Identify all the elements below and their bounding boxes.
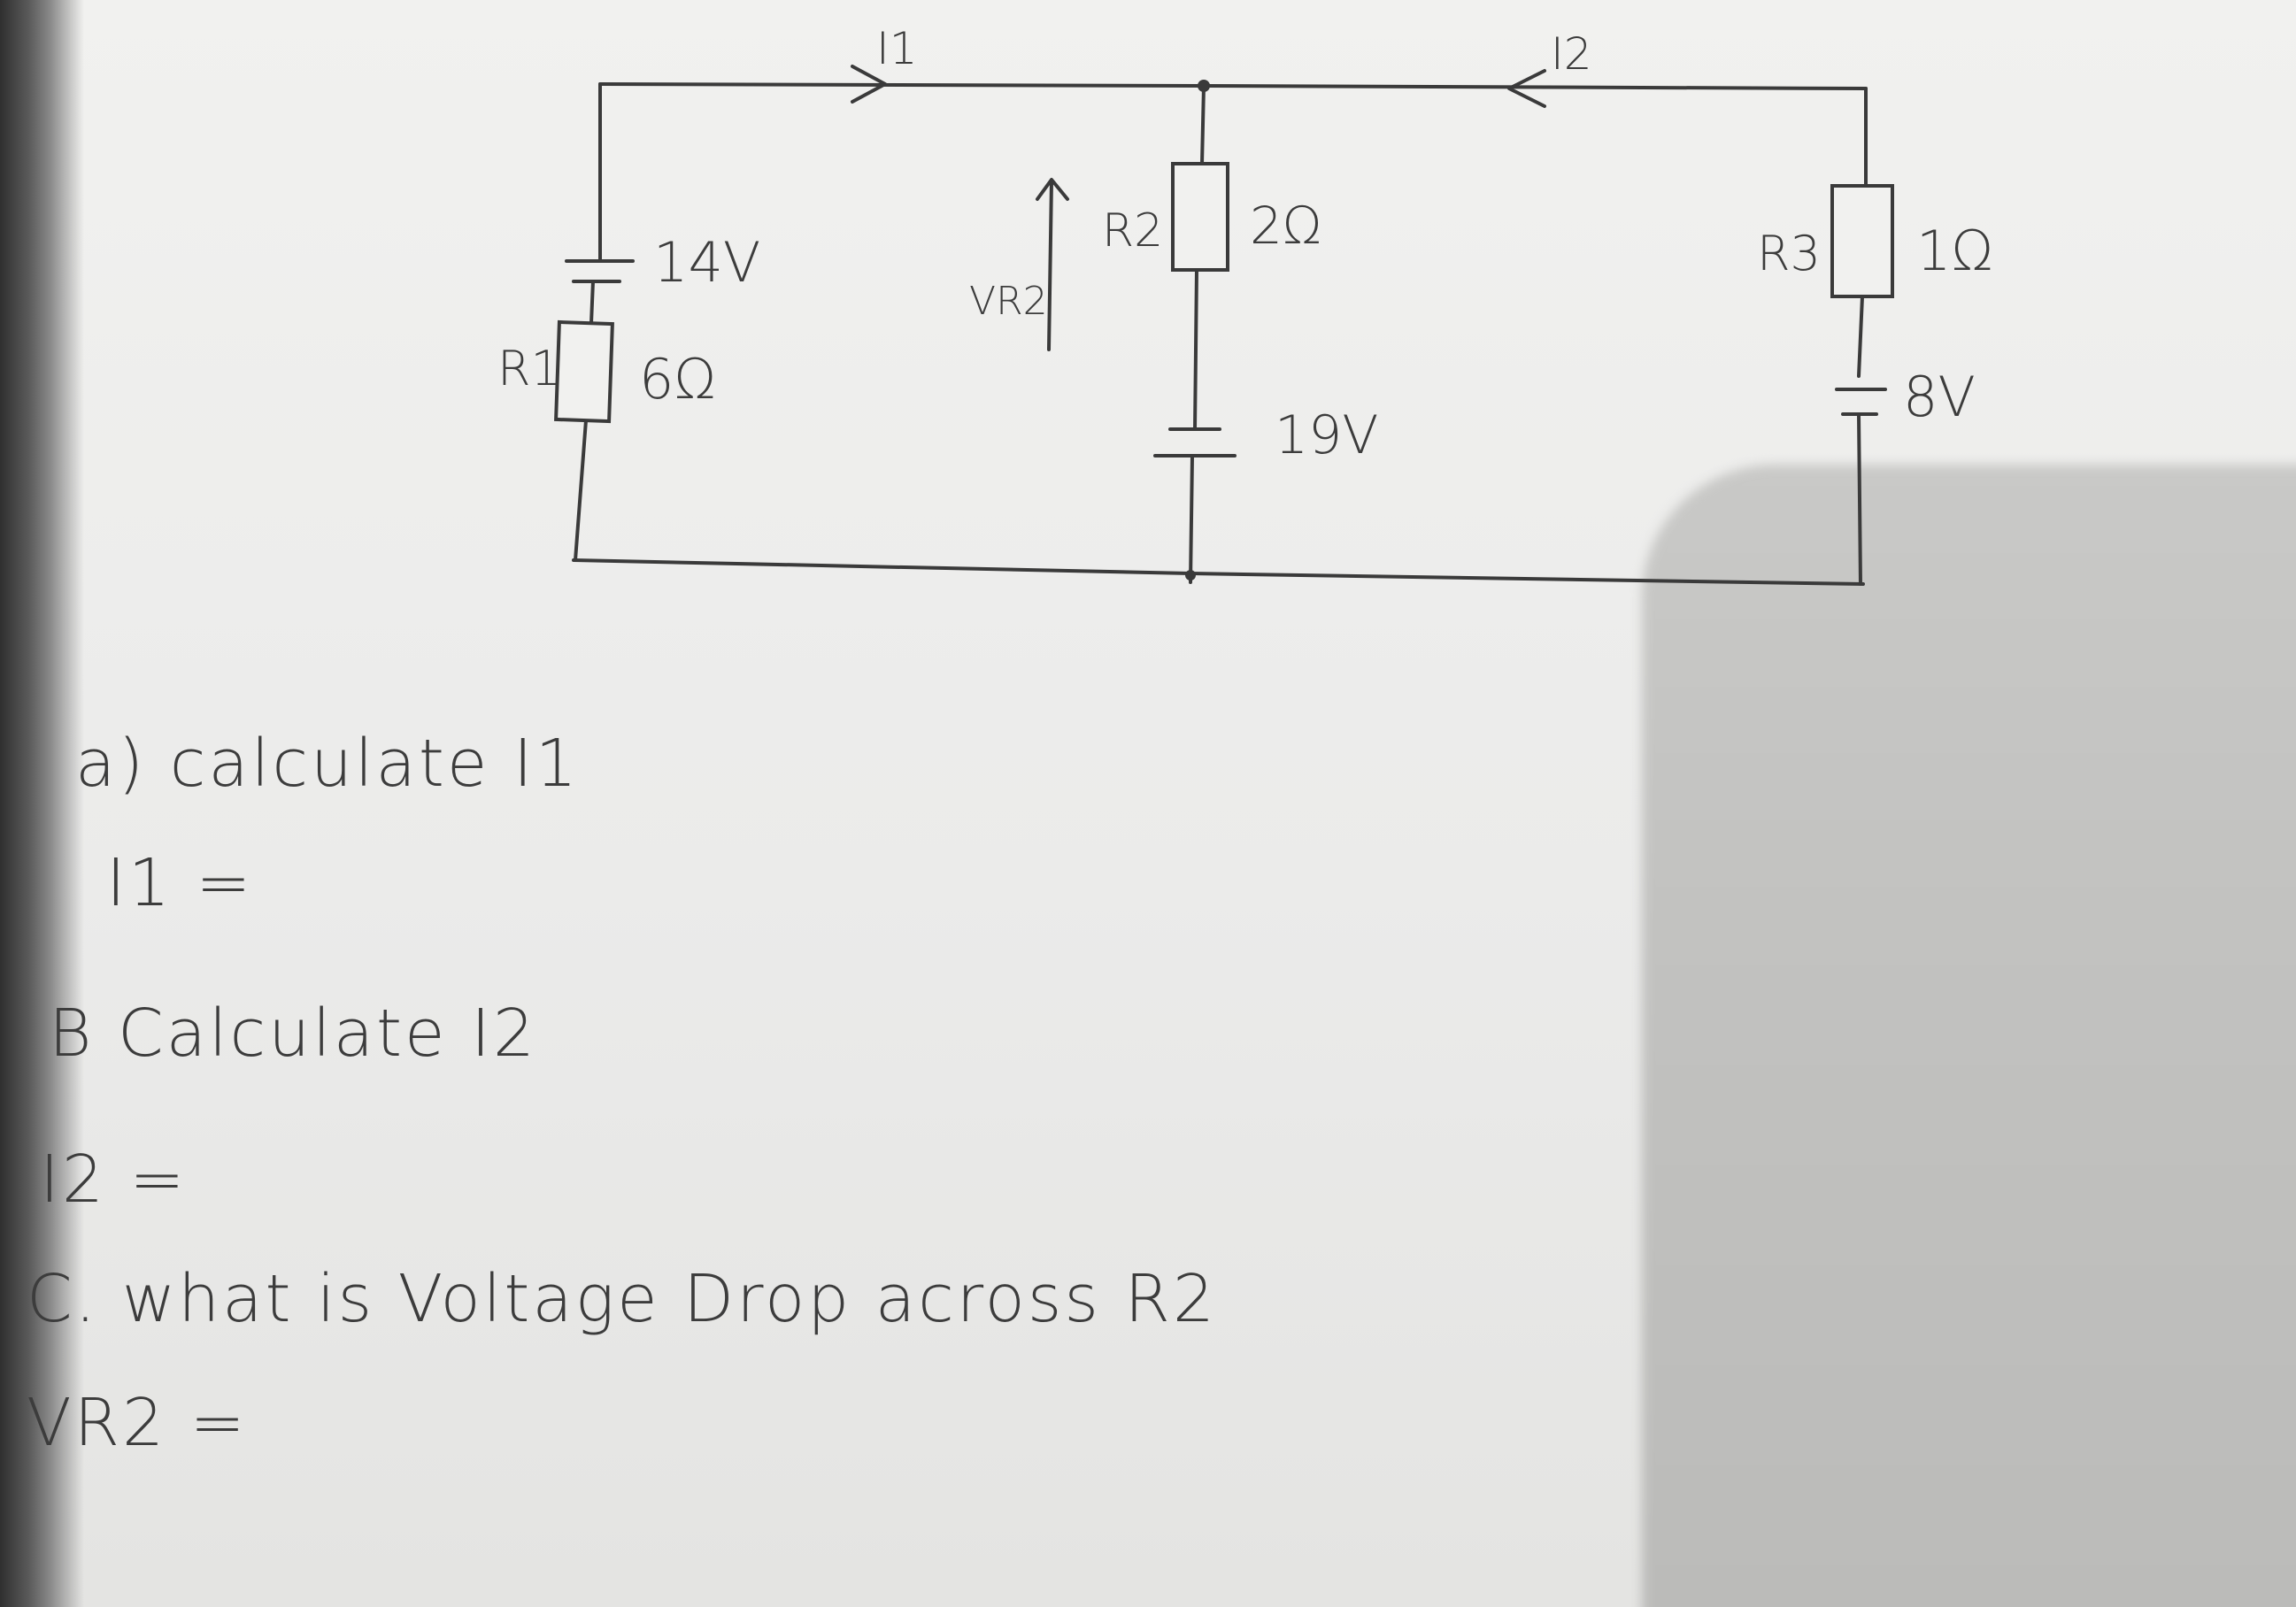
battery-8v-label: 8V xyxy=(1903,365,1976,429)
resistor-r3-name: R3 xyxy=(1757,226,1821,281)
middle-branch-wire xyxy=(1189,84,1206,584)
resistor-r2 xyxy=(1171,162,1229,272)
resistor-r2-name: R2 xyxy=(1102,204,1163,258)
top-junction-dot xyxy=(1198,80,1210,92)
table-edge-shadow xyxy=(0,0,84,1607)
vr2-arrow xyxy=(1036,178,1069,351)
question-b-answer-line: I2 = xyxy=(40,1142,188,1218)
question-c-prompt: C. what is Voltage Drop across R2 xyxy=(27,1261,1217,1337)
i1-arrow xyxy=(851,65,887,104)
top-wire xyxy=(598,82,1868,90)
battery-19v-label: 19V xyxy=(1275,404,1378,466)
resistor-r1-name: R1 xyxy=(497,341,561,396)
i2-arrow xyxy=(1507,69,1546,108)
resistor-r2-value: 2Ω xyxy=(1250,196,1321,256)
hand-shadow xyxy=(1642,465,2296,1607)
resistor-r1-value: 6Ω xyxy=(639,347,716,411)
resistor-r3 xyxy=(1830,184,1894,298)
i1-label: I1 xyxy=(876,23,918,74)
bottom-wire xyxy=(572,558,1865,586)
right-branch-wire xyxy=(1857,87,1868,586)
resistor-r3-value: 1Ω xyxy=(1916,219,1993,283)
question-b-prompt: B Calculate I2 xyxy=(49,996,538,1072)
resistor-r1 xyxy=(554,319,614,424)
battery-14v-label: 14V xyxy=(653,230,760,295)
question-a-prompt: a) calculate I1 xyxy=(75,726,580,802)
left-branch-wire xyxy=(574,82,602,562)
question-a-answer-line: I1 = xyxy=(106,845,254,921)
question-c-answer-line: VR2 = xyxy=(27,1385,248,1461)
vr2-label: VR2 xyxy=(969,279,1048,324)
bottom-junction-dot xyxy=(1185,570,1196,581)
i2-label: I2 xyxy=(1551,28,1592,80)
